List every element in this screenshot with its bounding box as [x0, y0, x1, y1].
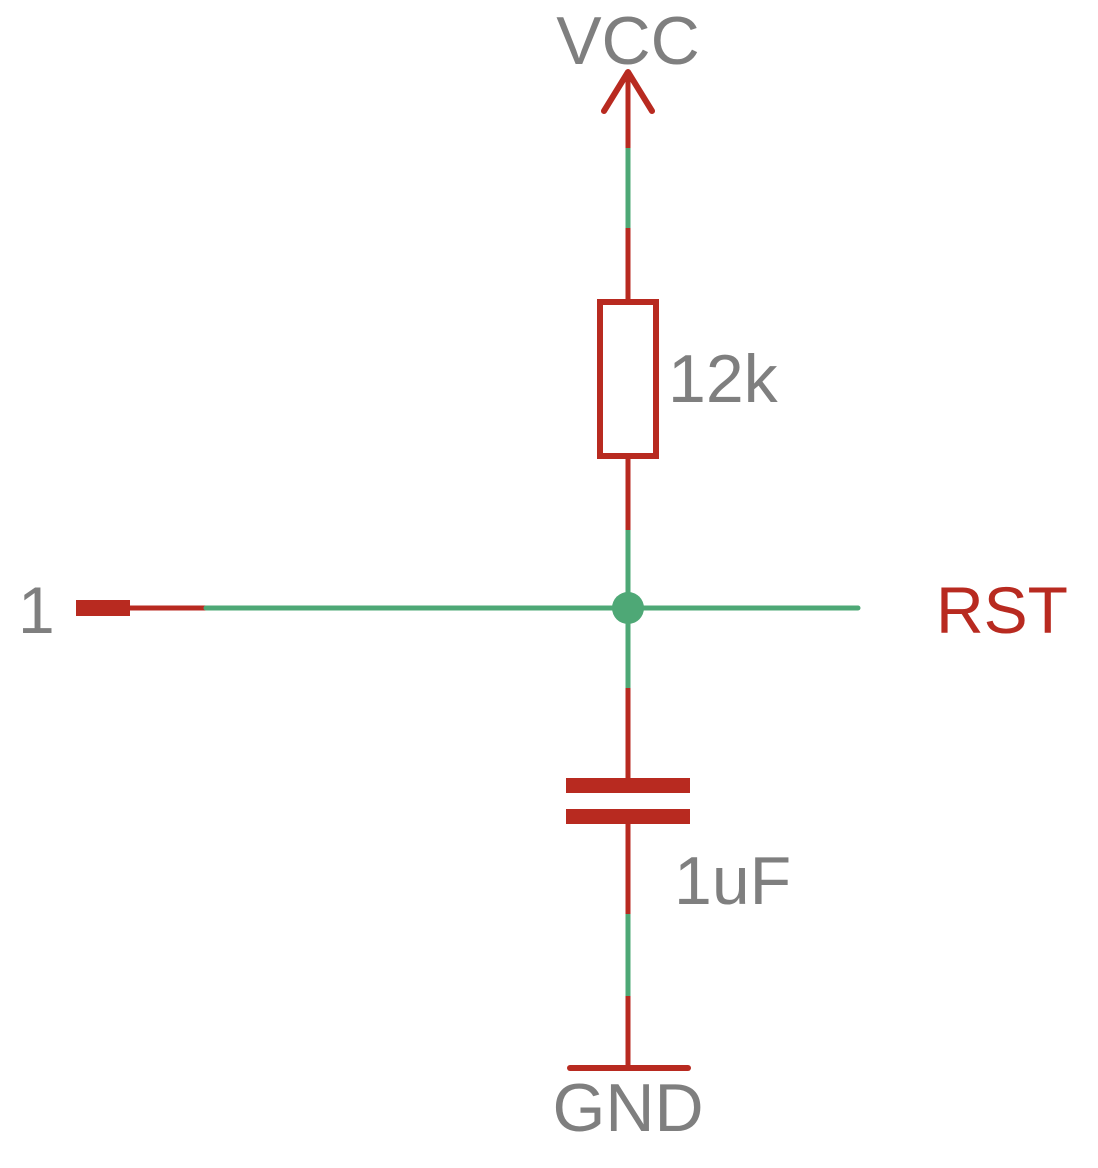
pin-1: 1 [18, 573, 206, 647]
gnd-symbol: GND [552, 996, 704, 1146]
vcc-label: VCC [556, 3, 700, 79]
pin-pad [76, 600, 130, 616]
vcc-symbol: VCC [556, 3, 700, 148]
resistor: 12k [597, 228, 779, 530]
capacitor-plate-top [566, 778, 690, 793]
resistor-body [597, 299, 659, 459]
pin-number-label: 1 [18, 573, 55, 647]
capacitor-plate-bottom [566, 809, 690, 824]
capacitor: 1uF [566, 688, 791, 919]
capacitor-value-label: 1uF [674, 843, 791, 919]
gnd-label: GND [552, 1070, 703, 1146]
net-label-rst: RST [936, 573, 1068, 647]
resistor-value-label: 12k [668, 341, 779, 417]
